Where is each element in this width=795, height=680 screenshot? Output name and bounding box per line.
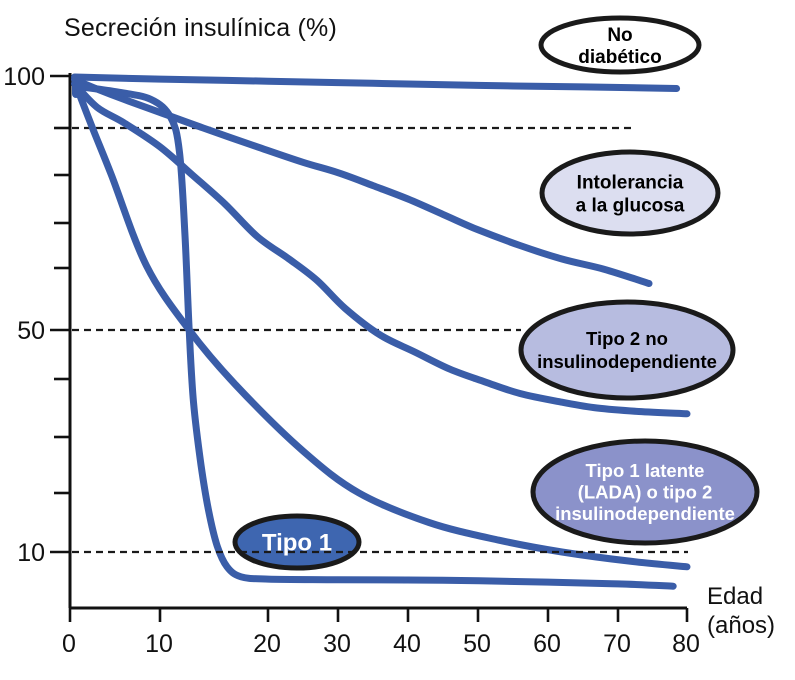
y-tick-label-100: 100 — [3, 63, 45, 91]
x-tick-label-20: 20 — [253, 630, 281, 658]
ellipse-label-tipo-1: Tipo 1 — [262, 530, 332, 557]
label-ellipse-tipo-1 — [232, 513, 362, 571]
curve-no-diabetico — [71, 73, 681, 92]
x-tick-label-80: 80 — [672, 630, 700, 658]
x-tick-label-60: 60 — [533, 630, 561, 658]
x-tick-label-50: 50 — [463, 630, 491, 658]
label-ellipse-lada — [530, 438, 760, 546]
x-axis-unit-line2: (años) — [707, 612, 776, 639]
x-tick-label-10: 10 — [145, 630, 173, 658]
label-ellipse-tipo-2 — [518, 299, 736, 401]
curve-tipo-2 — [71, 80, 691, 418]
label-ellipse-intolerancia — [539, 149, 721, 237]
curve-tipo-1 — [73, 82, 677, 590]
x-tick-label-70: 70 — [603, 630, 631, 658]
x-axis-unit-line1: Edad — [707, 583, 764, 610]
curve-intolerancia — [71, 76, 653, 287]
label-ellipse-no-diabetico — [538, 15, 702, 75]
y-tick-label-50: 50 — [17, 317, 45, 345]
x-tick-label-0: 0 — [62, 630, 76, 658]
curve-lada — [71, 80, 691, 571]
y-tick-label-10: 10 — [17, 539, 45, 567]
x-axis-unit-label: Edad (años) — [707, 582, 775, 640]
chart-title: Secreción insulínica (%) — [64, 14, 337, 42]
x-tick-label-30: 30 — [323, 630, 351, 658]
x-tick-label-40: 40 — [393, 630, 421, 658]
